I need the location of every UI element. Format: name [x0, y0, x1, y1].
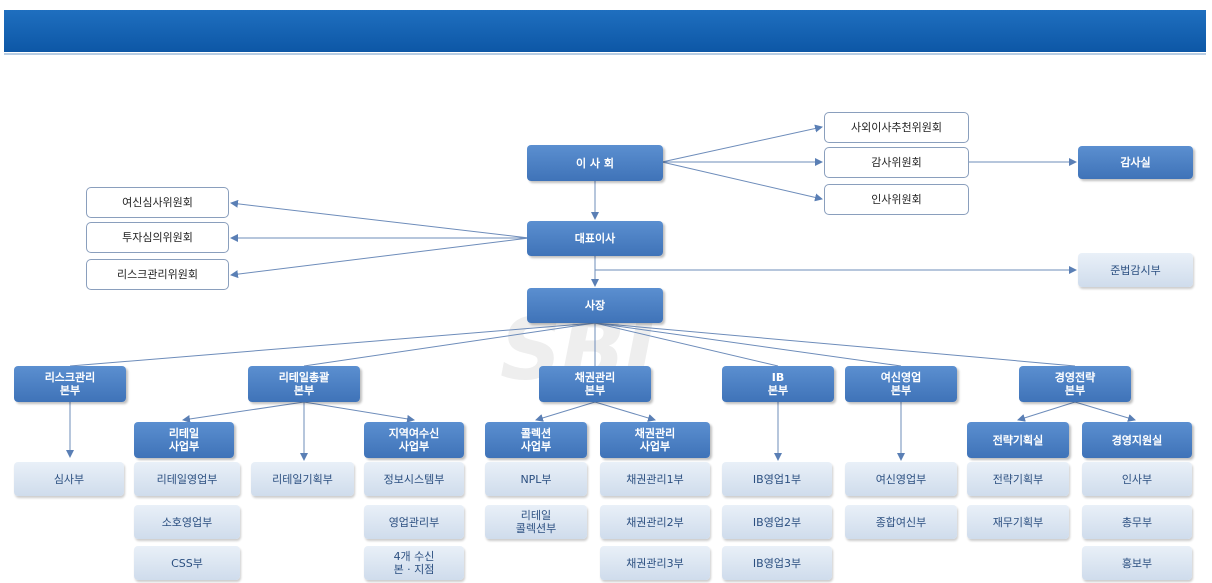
hr-dept-box: 인사부: [1082, 462, 1192, 496]
connector-board-hr-committee: [661, 161, 823, 202]
header-divider: [4, 53, 1206, 55]
ib-sales-2-dept-box: IB영업2부: [722, 505, 832, 539]
outside-director-nominating-committee-box: 사외이사추천위원회: [824, 112, 969, 143]
strategy-planning-dept-box: 전략기획부: [967, 462, 1069, 496]
connector-bond-biz: [594, 401, 656, 422]
connector-collection: [535, 401, 596, 422]
retail-sales-dept-box: 리테일영업부: [134, 462, 240, 496]
collection-business-unit-box: 콜렉션 사업부: [485, 422, 587, 458]
connector-ceo-credit-review: [230, 199, 530, 239]
ib-sales-3-dept-box: IB영업3부: [722, 546, 832, 580]
connector-risk-division: [69, 322, 596, 367]
information-systems-dept-box: 정보시스템부: [364, 462, 464, 496]
credit-review-committee-box: 여신심사위원회: [86, 187, 229, 218]
connector-credit-division: [594, 322, 902, 367]
four-deposit-branches-box: 4개 수신 본 · 지점: [364, 546, 464, 580]
general-affairs-dept-box: 총무부: [1082, 505, 1192, 539]
connector-strategy-division: [594, 322, 1076, 367]
retail-planning-dept-box: 리테일기획부: [251, 462, 354, 496]
credit-sales-dept-box: 여신영업부: [845, 462, 957, 496]
hr-committee-box: 인사위원회: [824, 184, 969, 215]
bond-business-unit-box: 채권관리 사업부: [600, 422, 710, 458]
bond-management-3-dept-box: 채권관리3부: [600, 546, 710, 580]
header-banner: [4, 10, 1206, 52]
connector-support-office: [1074, 401, 1136, 422]
sales-management-dept-box: 영업관리부: [364, 505, 464, 539]
audit-committee-box: 감사위원회: [824, 147, 969, 178]
risk-management-division-box: 리스크관리 본부: [14, 366, 126, 402]
general-credit-dept-box: 종합여신부: [845, 505, 957, 539]
small-business-sales-dept-box: 소호영업부: [134, 505, 240, 539]
credit-sales-division-box: 여신영업 본부: [845, 366, 957, 402]
bond-management-1-dept-box: 채권관리1부: [600, 462, 710, 496]
compliance-dept-box: 준법감시부: [1078, 253, 1193, 287]
pr-dept-box: 홍보부: [1082, 546, 1192, 580]
audit-office-box: 감사실: [1078, 146, 1193, 179]
npl-dept-box: NPL부: [485, 462, 587, 496]
investment-review-committee-box: 투자심의위원회: [86, 222, 229, 253]
connector-retail-biz: [182, 401, 305, 423]
css-dept-box: CSS부: [134, 546, 240, 580]
management-strategy-division-box: 경영전략 본부: [1019, 366, 1131, 402]
bond-management-division-box: 채권관리 본부: [539, 366, 651, 402]
review-dept-box: 심사부: [14, 462, 124, 496]
retail-collection-dept-box: 리테일 콜렉션부: [485, 505, 587, 539]
regional-deposit-unit-box: 지역여수신 사업부: [364, 422, 464, 458]
board-of-directors-box: 이 사 회: [527, 145, 663, 181]
connector-ceo-risk-committee: [230, 237, 530, 279]
ceo-box: 대표이사: [527, 221, 663, 256]
ib-sales-1-dept-box: IB영업1부: [722, 462, 832, 496]
connector-board-nominating: [661, 124, 823, 163]
retail-business-unit-box: 리테일 사업부: [134, 422, 234, 458]
connector-retail-division: [303, 322, 596, 367]
ib-division-box: IB 본부: [722, 366, 834, 402]
finance-planning-dept-box: 재무기획부: [967, 505, 1069, 539]
connector-regional: [303, 401, 415, 423]
risk-management-committee-box: 리스크관리위원회: [86, 259, 229, 290]
bond-management-2-dept-box: 채권관리2부: [600, 505, 710, 539]
strategy-planning-office-box: 전략기획실: [967, 422, 1069, 458]
management-support-office-box: 경영지원실: [1082, 422, 1192, 458]
connector-ib-division: [594, 322, 779, 367]
connector-planning-office: [1017, 401, 1076, 422]
retail-general-division-box: 리테일총괄 본부: [248, 366, 360, 402]
president-box: 사장: [527, 288, 663, 323]
